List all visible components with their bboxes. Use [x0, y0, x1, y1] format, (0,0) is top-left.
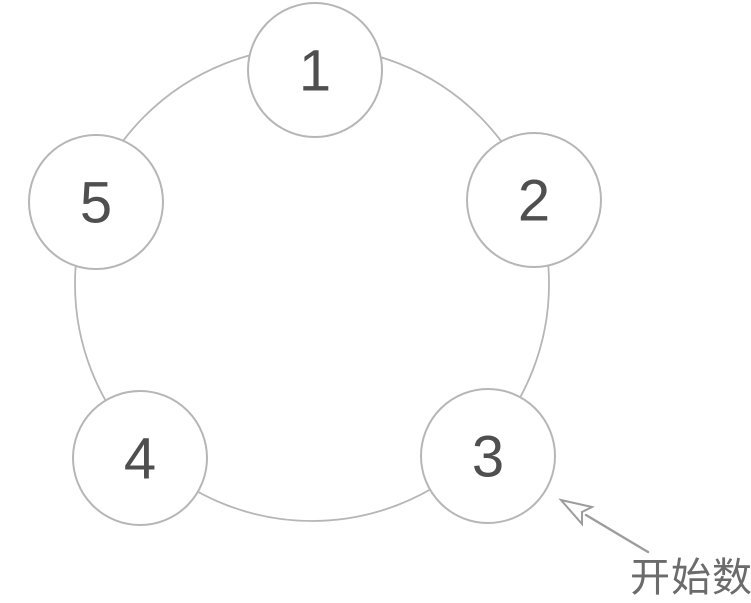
- node-2: 2: [466, 132, 602, 268]
- node-1-label: 1: [299, 38, 331, 103]
- node-3: 3: [420, 388, 556, 524]
- node-2-label: 2: [518, 168, 550, 233]
- node-4-label: 4: [124, 426, 156, 491]
- node-5-label: 5: [80, 170, 112, 235]
- start-arrow-head-icon: [558, 498, 595, 527]
- node-1: 1: [247, 2, 383, 138]
- start-counting-label: 开始数: [630, 555, 751, 601]
- node-5: 5: [28, 134, 164, 270]
- node-2-circle: [466, 132, 602, 268]
- node-4-circle: [72, 390, 208, 526]
- node-3-circle: [420, 388, 556, 524]
- node-1-circle: [247, 2, 383, 138]
- node-5-circle: [28, 134, 164, 270]
- node-3-label: 3: [472, 424, 504, 489]
- node-4: 4: [72, 390, 208, 526]
- start-arrow: [558, 498, 650, 554]
- start-arrow-shaft: [584, 513, 650, 554]
